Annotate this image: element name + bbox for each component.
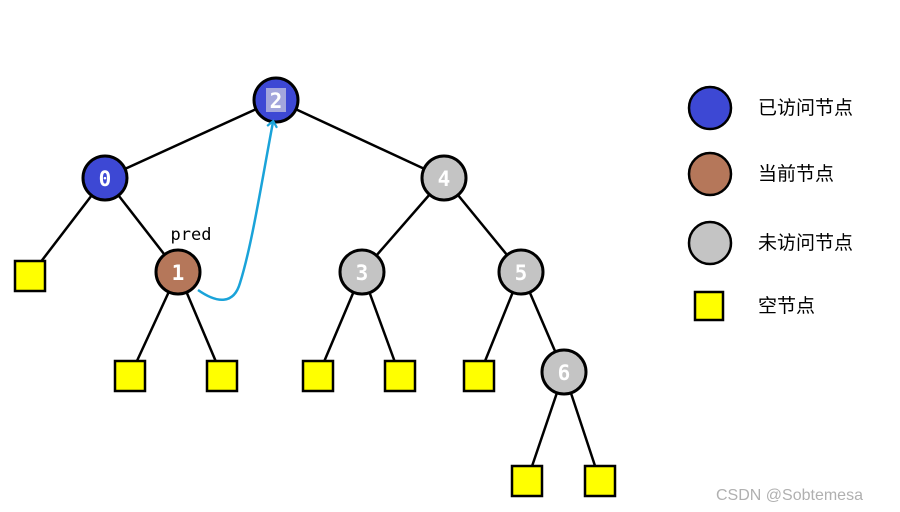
null-node [462, 359, 496, 393]
legend-swatch [687, 85, 733, 131]
node-circle [420, 154, 468, 202]
legend-item-null_node: 空节点 [693, 290, 815, 322]
tree-nodes: 2 0 4 1 3 5 6 [81, 76, 588, 396]
null-node [13, 259, 47, 293]
null-node [113, 359, 147, 393]
watermark: CSDN @Sobtemesa [716, 487, 863, 504]
null-node [301, 359, 335, 393]
node-label: 3 [356, 261, 369, 285]
node-label: 6 [558, 361, 571, 385]
pred-pointer: pred [171, 119, 278, 301]
null-node [510, 464, 544, 498]
legend-item-current: 当前节点 [687, 151, 834, 197]
null-node [205, 359, 239, 393]
node-label: 4 [438, 167, 451, 191]
tree-node-2: 2 [252, 76, 300, 124]
legend-swatch [687, 220, 733, 266]
tree-edge [275, 98, 445, 180]
node-label: 1 [172, 261, 185, 285]
node-label: 2 [270, 89, 283, 113]
node-label: 5 [515, 261, 528, 285]
legend-item-visited: 已访问节点 [687, 85, 853, 131]
legend-swatch [687, 151, 733, 197]
node-label: 0 [99, 167, 112, 191]
legend-label: 未访问节点 [758, 232, 853, 254]
node-circle [81, 154, 129, 202]
null-node [583, 464, 617, 498]
tree-edge [104, 98, 277, 180]
pred-arrow [197, 119, 278, 301]
tree-node-5: 5 [497, 248, 545, 296]
legend-label: 空节点 [758, 295, 815, 317]
tree-node-3: 3 [338, 248, 386, 296]
pred-label: pred [171, 225, 212, 245]
null-node [383, 359, 417, 393]
legend-label: 当前节点 [758, 163, 834, 185]
legend-label: 已访问节点 [758, 97, 853, 119]
tree-node-1: 1 [154, 248, 202, 296]
legend-item-unvisited: 未访问节点 [687, 220, 853, 266]
tree-node-6: 6 [540, 348, 588, 396]
node-circle [540, 348, 588, 396]
node-highlight [266, 88, 286, 112]
node-circle [497, 248, 545, 296]
tree-node-0: 0 [81, 154, 129, 202]
tree-node-4: 4 [420, 154, 468, 202]
legend-swatch [693, 290, 725, 322]
node-circle [338, 248, 386, 296]
null-nodes [13, 259, 617, 498]
node-circle [154, 248, 202, 296]
